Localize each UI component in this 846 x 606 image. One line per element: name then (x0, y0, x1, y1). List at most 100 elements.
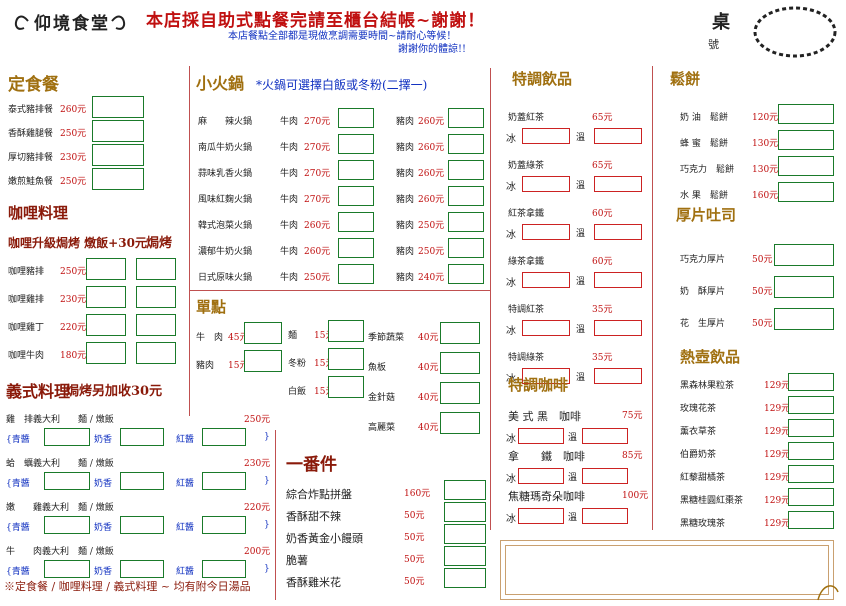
menu-item-name: 伯爵奶茶 (680, 450, 717, 460)
pork-quantity-box[interactable] (448, 212, 484, 232)
ice-quantity-box[interactable] (522, 128, 570, 144)
sauce-label-cream: 奶香 (94, 479, 113, 489)
beef-quantity-box[interactable] (338, 108, 374, 128)
menu-item-name: 蜂 蜜 鬆餅 (680, 139, 728, 149)
ice-quantity-box[interactable] (518, 508, 564, 524)
quantity-box[interactable] (120, 516, 164, 534)
menu-item-name: 金針菇 (368, 393, 396, 403)
menu-item-name: 嫩煎鮭魚餐 (8, 177, 54, 187)
quantity-box[interactable] (774, 276, 834, 298)
beef-label: 牛肉 (280, 117, 299, 127)
quantity-box[interactable] (44, 472, 90, 490)
quantity-box[interactable] (788, 442, 834, 460)
quantity-box[interactable] (444, 480, 486, 500)
quantity-box[interactable] (778, 130, 834, 150)
quantity-box[interactable] (202, 472, 246, 490)
ice-quantity-box[interactable] (522, 320, 570, 336)
quantity-box[interactable] (774, 244, 834, 266)
quantity-box[interactable] (440, 322, 480, 344)
ice-quantity-box[interactable] (518, 468, 564, 484)
pork-quantity-box[interactable] (448, 134, 484, 154)
quantity-box[interactable] (778, 156, 834, 176)
quantity-box[interactable] (44, 428, 90, 446)
quantity-box[interactable] (788, 465, 834, 483)
menu-item-price: 180元 (60, 351, 87, 361)
quantity-box[interactable] (328, 320, 364, 342)
beef-quantity-box[interactable] (338, 212, 374, 232)
quantity-box[interactable] (788, 419, 834, 437)
quantity-box[interactable] (44, 516, 90, 534)
beef-quantity-box[interactable] (338, 264, 374, 284)
quantity-box[interactable] (328, 376, 364, 398)
menu-item-name: 美 式 黑 咖啡 (508, 410, 581, 423)
quantity-box[interactable] (86, 342, 126, 364)
warm-quantity-box[interactable] (582, 428, 628, 444)
quantity-box[interactable] (328, 348, 364, 370)
quantity-box[interactable] (774, 308, 834, 330)
pork-quantity-box[interactable] (448, 264, 484, 284)
quantity-box[interactable] (92, 144, 144, 166)
quantity-box[interactable] (120, 472, 164, 490)
beef-quantity-box[interactable] (338, 186, 374, 206)
ice-quantity-box[interactable] (518, 428, 564, 444)
quantity-box[interactable] (44, 560, 90, 578)
menu-item-name: 香酥雞腿餐 (8, 129, 54, 139)
warm-quantity-box[interactable] (594, 320, 642, 336)
quantity-box[interactable] (788, 396, 834, 414)
quantity-box[interactable] (86, 286, 126, 308)
quantity-box[interactable] (440, 352, 480, 374)
pork-quantity-box[interactable] (448, 186, 484, 206)
note-area[interactable] (500, 540, 834, 600)
quantity-box[interactable] (244, 322, 282, 344)
warm-quantity-box[interactable] (582, 468, 628, 484)
bake-quantity-box[interactable] (136, 314, 176, 336)
quantity-box[interactable] (444, 524, 486, 544)
quantity-box[interactable] (86, 314, 126, 336)
quantity-box[interactable] (120, 560, 164, 578)
bake-quantity-box[interactable] (136, 286, 176, 308)
quantity-box[interactable] (202, 428, 246, 446)
quantity-box[interactable] (788, 373, 834, 391)
beef-quantity-box[interactable] (338, 238, 374, 258)
quantity-box[interactable] (440, 382, 480, 404)
ice-quantity-box[interactable] (522, 368, 570, 384)
pork-quantity-box[interactable] (448, 238, 484, 258)
menu-item-price: 60元 (592, 209, 613, 219)
quantity-box[interactable] (788, 511, 834, 529)
menu-item-name: 黑糖桂圓紅棗茶 (680, 496, 744, 506)
ice-quantity-box[interactable] (522, 176, 570, 192)
bake-quantity-box[interactable] (136, 258, 176, 280)
quantity-box[interactable] (244, 350, 282, 372)
menu-item-price: 129元 (764, 519, 791, 529)
warm-quantity-box[interactable] (594, 128, 642, 144)
beef-quantity-box[interactable] (338, 160, 374, 180)
quantity-box[interactable] (202, 516, 246, 534)
warm-quantity-box[interactable] (594, 224, 642, 240)
quantity-box[interactable] (444, 546, 486, 566)
quantity-box[interactable] (440, 412, 480, 434)
quantity-box[interactable] (86, 258, 126, 280)
warm-quantity-box[interactable] (594, 272, 642, 288)
quantity-box[interactable] (444, 502, 486, 522)
table-number-field[interactable] (750, 4, 840, 60)
pork-quantity-box[interactable] (448, 160, 484, 180)
ice-quantity-box[interactable] (522, 272, 570, 288)
quantity-box[interactable] (778, 182, 834, 202)
quantity-box[interactable] (120, 428, 164, 446)
ice-quantity-box[interactable] (522, 224, 570, 240)
quantity-box[interactable] (788, 488, 834, 506)
quantity-box[interactable] (92, 120, 144, 142)
warm-quantity-box[interactable] (582, 508, 628, 524)
menu-item-name: 特調紅茶 (508, 305, 545, 315)
quantity-box[interactable] (202, 560, 246, 578)
bake-quantity-box[interactable] (136, 342, 176, 364)
warm-quantity-box[interactable] (594, 368, 642, 384)
pork-quantity-box[interactable] (448, 108, 484, 128)
warm-quantity-box[interactable] (594, 176, 642, 192)
quantity-box[interactable] (92, 96, 144, 118)
beef-quantity-box[interactable] (338, 134, 374, 154)
quantity-box[interactable] (92, 168, 144, 190)
quantity-box[interactable] (444, 568, 486, 588)
ice-label: 冰 (506, 374, 516, 385)
quantity-box[interactable] (778, 104, 834, 124)
